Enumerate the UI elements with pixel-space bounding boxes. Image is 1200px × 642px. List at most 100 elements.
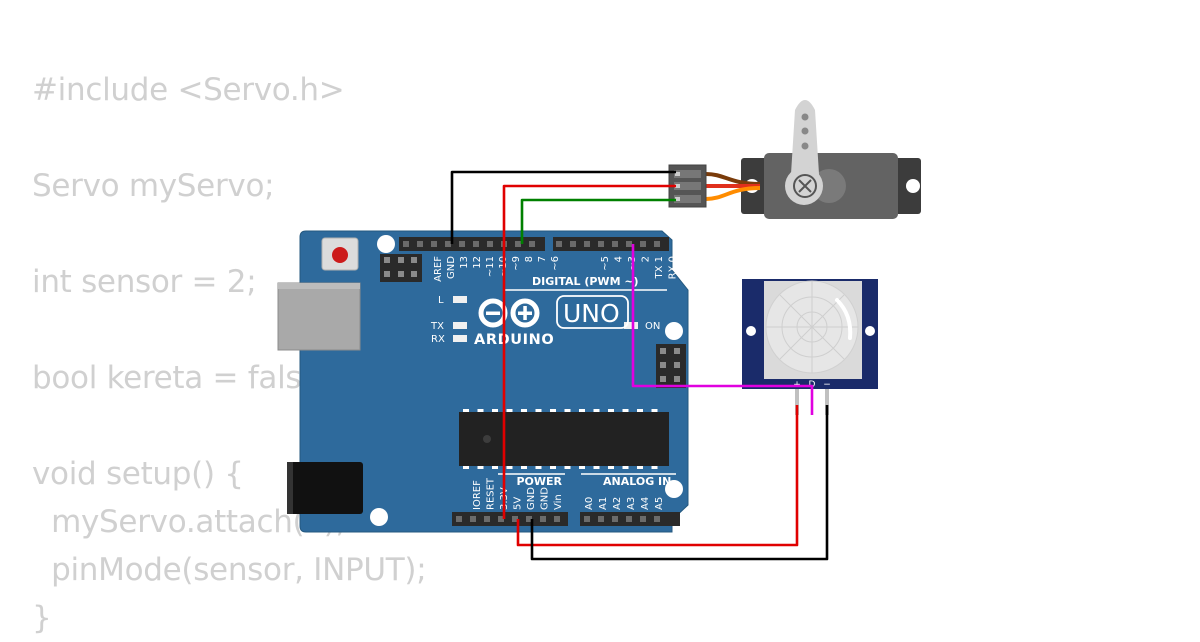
code-line: pinMode(sensor, INPUT); (32, 552, 427, 588)
header-pin (598, 241, 604, 247)
usb-port (277, 282, 361, 351)
header-pin (498, 516, 504, 522)
header-pin (612, 516, 618, 522)
pin-label: ~9 (511, 256, 522, 271)
wire-signal-pir (631, 244, 814, 415)
pin-label: A5 (654, 497, 665, 510)
pin-label: ~5 (600, 256, 611, 271)
pin-label: 2 (641, 256, 652, 262)
pin-label: RESET (486, 477, 497, 510)
icsp-header (380, 254, 422, 282)
header-pin (473, 241, 479, 247)
wire-5v-servo (502, 184, 676, 519)
mounting-hole (665, 322, 683, 340)
reset-button-cap (332, 247, 348, 263)
header-pin (626, 516, 632, 522)
header-pin (598, 516, 604, 522)
header-pin (612, 241, 618, 247)
header-pin (584, 241, 590, 247)
code-line: } (32, 600, 52, 636)
servo-motor (668, 100, 921, 219)
header-pin (470, 516, 476, 522)
header-pin (445, 241, 451, 247)
wire-signal-servo (520, 198, 676, 244)
pin-label: A3 (626, 497, 637, 510)
wire-gnd-servo (450, 170, 676, 244)
led-l-label: L (438, 295, 444, 306)
pin-label: 4 (614, 256, 625, 262)
header-pin (459, 241, 465, 247)
led-on (624, 322, 638, 329)
power-analog-pin-header (452, 512, 680, 526)
header-pin (515, 241, 521, 247)
pir-motion-sensor: + D − (742, 279, 878, 415)
pin-label: ~6 (550, 256, 561, 271)
header-pin (512, 516, 518, 522)
pin-label: A1 (598, 497, 609, 510)
header-pin (529, 241, 535, 247)
pin-label: AREF (433, 256, 444, 282)
led-tx (453, 322, 467, 329)
header-pin (584, 516, 590, 522)
analog-in-label: ANALOG IN (603, 475, 671, 488)
pir-pin-gnd-label: − (823, 380, 831, 390)
power-label: POWER (516, 475, 562, 488)
led-rx-label: RX (431, 334, 445, 345)
header-pin (417, 241, 423, 247)
dc-power-jack (287, 462, 363, 514)
header-pin (654, 241, 660, 247)
header-pin (554, 516, 560, 522)
pin-label: GND (446, 256, 457, 279)
header-pin (431, 241, 437, 247)
pin-label: 8 (524, 256, 535, 262)
header-pin (640, 241, 646, 247)
mounting-hole (370, 508, 388, 526)
header-pin (570, 241, 576, 247)
arduino-uno-board: DIGITAL (PWM ~) L TX RX ON ARDUINO UNO P… (277, 230, 689, 533)
pin-label: GND (540, 487, 551, 510)
atmega-chip (459, 409, 669, 469)
header-pin (654, 516, 660, 522)
header-pin (403, 241, 409, 247)
digital-pwm-label: DIGITAL (PWM ~) (532, 275, 639, 288)
pin-label: A0 (584, 497, 595, 510)
mounting-hole (665, 480, 683, 498)
wire-5v-pir (516, 405, 799, 547)
led-on-label: ON (645, 321, 660, 332)
code-line: #include <Servo.h> (32, 72, 345, 108)
pin-label: GND (526, 487, 537, 510)
servo-screw-icon (793, 174, 817, 198)
pin-label: Vin (553, 494, 564, 510)
header-pin (540, 516, 546, 522)
header-pin (456, 516, 462, 522)
uno-model-text: UNO (563, 299, 620, 328)
code-line: Servo myServo; (32, 168, 275, 204)
header-pin (556, 241, 562, 247)
code-line: bool kereta = false; (32, 360, 331, 396)
pin-label: 5V (513, 497, 524, 510)
pin-label: A4 (640, 497, 651, 510)
code-editor-text: #include <Servo.h> Servo myServo; int sens… (32, 66, 427, 642)
pin-label: ~11 (485, 256, 496, 277)
wire-gnd-pir (530, 405, 829, 561)
arduino-brand-text: ARDUINO (474, 332, 554, 348)
header-pin (487, 241, 493, 247)
header-pin (484, 516, 490, 522)
header-pin (626, 241, 632, 247)
pin-label: IOREF (472, 480, 483, 510)
led-rx (453, 335, 467, 342)
pin-label: A2 (612, 497, 623, 510)
pin-label: 12 (472, 256, 483, 269)
wires (450, 170, 829, 561)
header-pin (526, 516, 532, 522)
code-line: int sensor = 2; (32, 264, 257, 300)
header-pin (640, 516, 646, 522)
pin-label: RX 0 (668, 256, 679, 279)
uno-badge (556, 295, 629, 329)
pin-label: TX 1 (654, 256, 665, 280)
digital-pin-header (399, 237, 669, 251)
code-line: void setup() { (32, 456, 244, 492)
icsp-header-right (656, 344, 686, 388)
pin-label: 13 (459, 256, 470, 269)
